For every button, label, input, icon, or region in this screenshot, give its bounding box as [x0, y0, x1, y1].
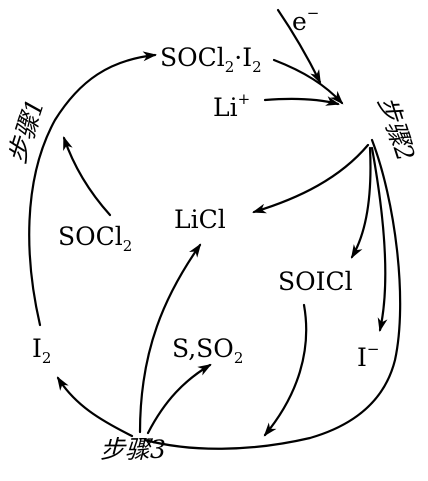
label-licl: LiCl	[174, 205, 226, 234]
label-s-so2: S,SO2	[172, 334, 243, 367]
label-socl2: SOCl2	[58, 222, 132, 255]
label-step3: 步骤3	[100, 435, 166, 464]
arrow-step2-to-soicl	[350, 146, 372, 259]
arrow-step3-to-licl	[138, 243, 202, 434]
arrow-socl2-to-step1	[62, 136, 112, 217]
label-socl2-i2: SOCl2·I2	[160, 43, 262, 76]
label-li-ion: Li+	[213, 90, 250, 122]
arrow-step3-to-s-so2	[146, 363, 212, 435]
arc-step2-to-step3	[143, 138, 402, 450]
label-electron: e−	[292, 4, 319, 36]
arc-i2-to-socl2i2	[28, 51, 157, 327]
arrow-li-ion-in	[263, 96, 340, 106]
arrow-step2-to-licl	[252, 143, 370, 214]
label-i2: I2	[32, 334, 51, 367]
label-step1: 步骤1	[2, 95, 50, 167]
label-step2: 步骤2	[372, 93, 420, 165]
label-iodide: I−	[357, 340, 379, 372]
arrow-soicl-to-step3	[263, 303, 308, 437]
arrow-step2-to-iodide	[370, 146, 388, 332]
label-soicl: SOICl	[278, 267, 353, 296]
arrow-electron-in	[276, 8, 322, 84]
arc-step3-to-i2	[56, 376, 134, 438]
arc-socl2i2-to-step2	[272, 58, 344, 105]
